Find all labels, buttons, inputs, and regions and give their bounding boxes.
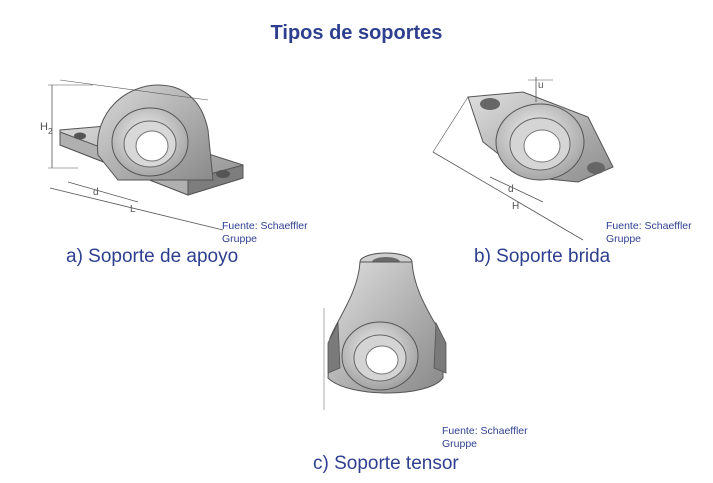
credit-note-b: Fuente: Schaeffler Gruppe bbox=[606, 220, 692, 246]
credit-note-a: Fuente: Schaeffler Gruppe bbox=[222, 220, 308, 246]
credit-line-2: Gruppe bbox=[222, 233, 258, 245]
credit-line-1: Fuente: Schaeffler bbox=[606, 220, 692, 232]
credit-line-1: Fuente: Schaeffler bbox=[222, 220, 308, 232]
caption-c: c) Soporte tensor bbox=[313, 453, 459, 474]
credit-note-c: Fuente: Schaeffler Gruppe bbox=[442, 425, 528, 451]
credit-line-2: Gruppe bbox=[606, 233, 642, 245]
pillow-block-illustration: H 2 L d bbox=[40, 79, 244, 231]
credit-line-2: Gruppe bbox=[442, 438, 478, 450]
caption-a: a) Soporte de apoyo bbox=[66, 246, 239, 267]
width-dimension-label: L bbox=[130, 204, 136, 215]
caption-b: b) Soporte brida bbox=[474, 246, 611, 267]
page-title: Tipos de soportes bbox=[270, 22, 443, 44]
top-dimension-label: u bbox=[538, 80, 544, 91]
bore-dimension-label: d bbox=[508, 184, 514, 195]
bore-dimension-label: d bbox=[93, 187, 99, 198]
height-dimension-label: H bbox=[512, 201, 519, 212]
flange-bearing-illustration: u d H bbox=[432, 77, 614, 241]
take-up-bearing-illustration bbox=[323, 252, 447, 410]
height-dimension-label: H bbox=[40, 121, 48, 133]
credit-line-1: Fuente: Schaeffler bbox=[442, 425, 528, 437]
height-dimension-subscript: 2 bbox=[48, 127, 53, 136]
